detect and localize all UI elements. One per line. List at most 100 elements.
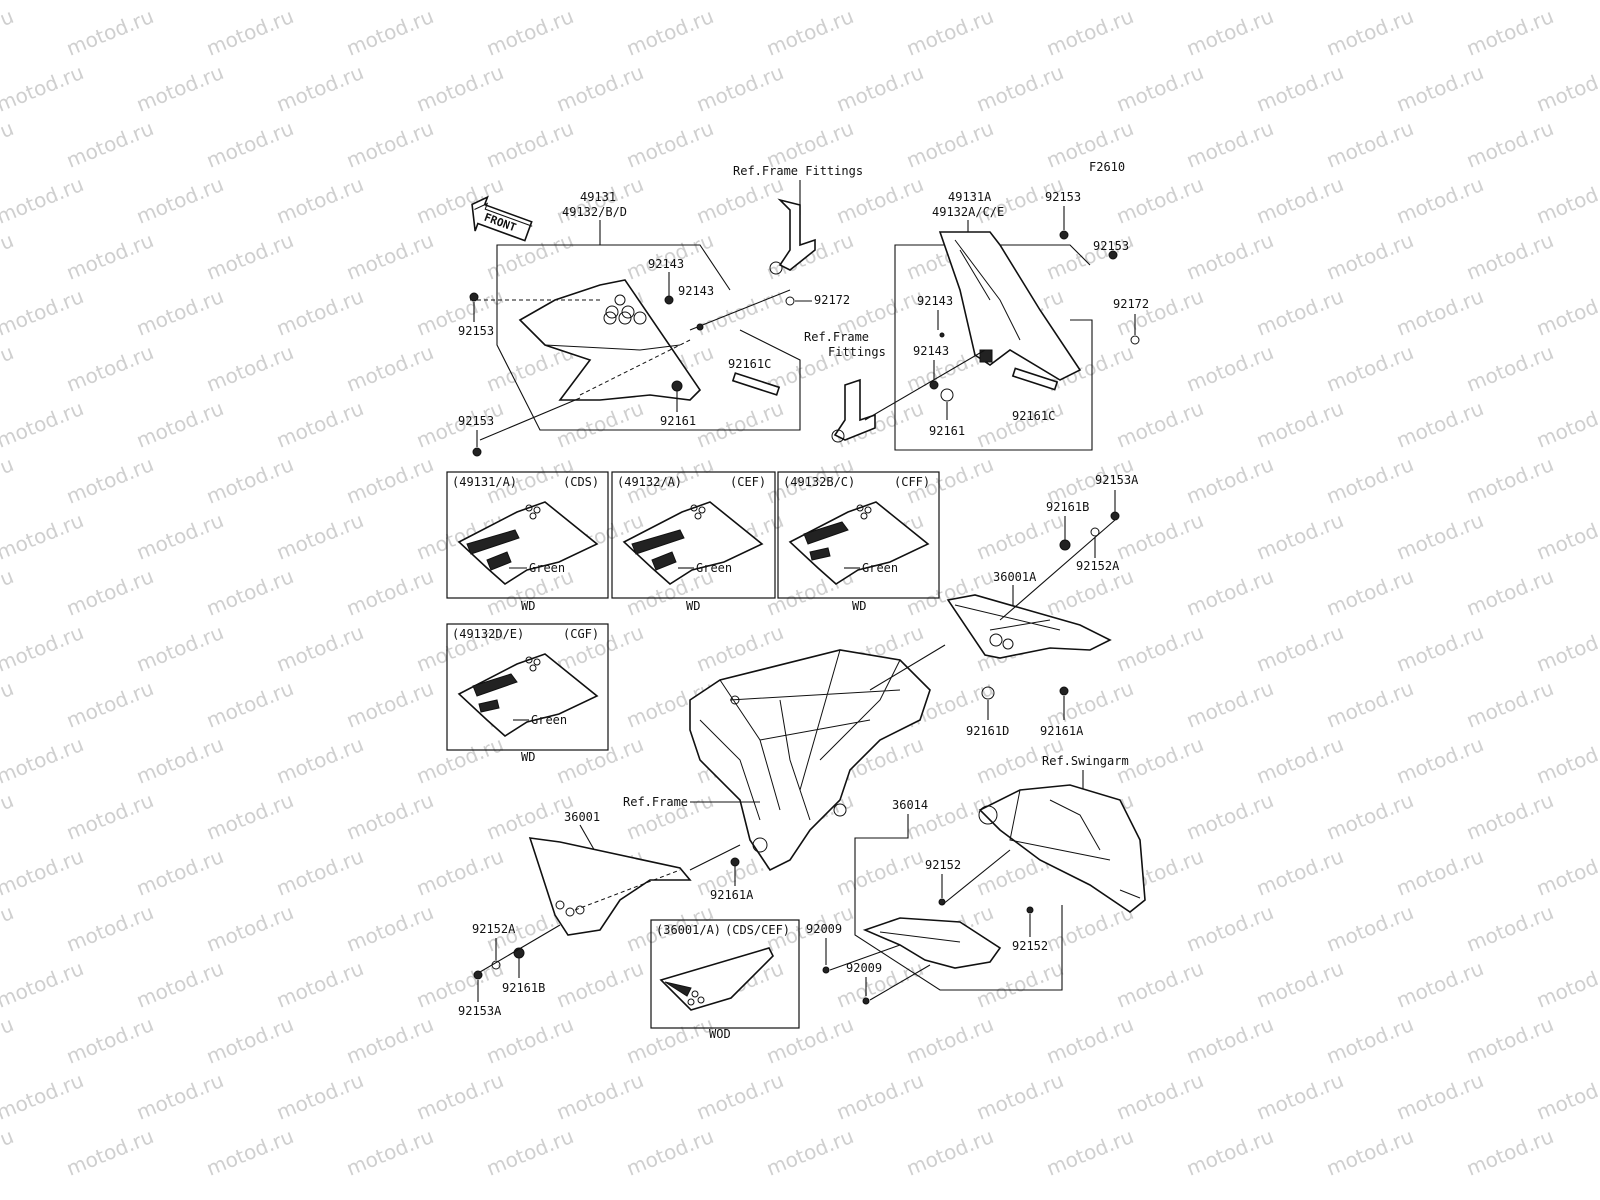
watermark-text: motod.ru xyxy=(553,732,647,789)
ref-frame: Ref.Frame xyxy=(623,795,688,809)
watermark-text: motod.ru xyxy=(1043,1012,1137,1069)
watermark-text: motod.ru xyxy=(833,1068,927,1125)
watermark-text: motod.ru xyxy=(1113,508,1207,565)
watermark-text: motod.ru xyxy=(1253,732,1347,789)
watermark-text: motod.ru xyxy=(63,788,157,845)
watermark-text: motod.ru xyxy=(903,788,997,845)
watermark-text: motod.ru xyxy=(1463,1124,1557,1181)
watermark-text: motod.ru xyxy=(1253,620,1347,677)
variant-code: (36001/A) xyxy=(656,923,721,937)
watermark-text: motod.ru xyxy=(1533,732,1600,789)
rear-cowl-36001a xyxy=(946,594,1112,659)
front-arrow-icon: FRONT xyxy=(471,195,533,242)
watermark-text: motod.ru xyxy=(483,4,577,61)
watermark-text: motod.ru xyxy=(203,452,297,509)
watermark-text: motod.ru xyxy=(1323,228,1417,285)
variant-shroud-illustration xyxy=(788,501,930,585)
watermark-text: motod.ru xyxy=(203,4,297,61)
watermark-text: motod.ru xyxy=(1113,956,1207,1013)
watermark-text: motod.ru xyxy=(1113,284,1207,341)
variant-note: WD xyxy=(686,599,700,613)
watermark-text: motod.ru xyxy=(0,844,87,901)
watermark-text: motod.ru xyxy=(833,60,927,117)
watermark-text: motod.ru xyxy=(273,620,367,677)
label-92161a-a: 92161A xyxy=(1040,724,1084,738)
watermark-text: motod.ru xyxy=(1463,228,1557,285)
watermark-text: motod.ru xyxy=(1463,4,1557,61)
watermark-text: motod.ru xyxy=(1393,60,1487,117)
watermark-text: motod.ru xyxy=(203,1012,297,1069)
watermark-text: motod.ru xyxy=(833,844,927,901)
watermark-text: motod.ru xyxy=(483,1124,577,1181)
label-92161b-a: 92161B xyxy=(1046,500,1089,514)
watermark-text: motod.ru xyxy=(273,844,367,901)
watermark-text: motod.ru xyxy=(0,1124,17,1181)
variant-spec: (CGF) xyxy=(563,627,599,641)
watermark-text: motod.ru xyxy=(1253,1068,1347,1125)
label-92009-b: 92009 xyxy=(846,961,882,975)
variant-note: WD xyxy=(521,599,535,613)
ref-frame-fittings-mid-2: Fittings xyxy=(828,345,886,359)
watermark-text: motod.ru xyxy=(203,676,297,733)
watermark-text: motod.ru xyxy=(0,788,17,845)
label-92152a-b: 92152A xyxy=(472,922,516,936)
watermark-text: motod.ru xyxy=(203,116,297,173)
label-92152-b: 92152 xyxy=(1012,939,1048,953)
watermark-text: motod.ru xyxy=(1043,4,1137,61)
watermark-text: motod.ru xyxy=(1533,172,1600,229)
variant-spec: (CDS/CEF) xyxy=(725,923,790,937)
watermark-text: motod.ru xyxy=(63,452,157,509)
watermark-text: motod.ru xyxy=(0,228,17,285)
variant-box-36001-a: (36001/A) (CDS/CEF) WOD xyxy=(650,919,800,1041)
watermark-text: motod.ru xyxy=(1113,396,1207,453)
watermark-text: motod.ru xyxy=(1393,620,1487,677)
watermark-text: motod.ru xyxy=(1183,228,1277,285)
watermark-text: motod.ru xyxy=(1183,116,1277,173)
watermark-text: motod.ru xyxy=(203,228,297,285)
chain-guard-36014 xyxy=(862,917,1002,969)
grommet-92161d xyxy=(981,686,995,700)
watermark-text: motod.ru xyxy=(413,1068,507,1125)
watermark-text: motod.ru xyxy=(63,676,157,733)
watermark-text: motod.ru xyxy=(343,452,437,509)
watermark-text: motod.ru xyxy=(693,172,787,229)
label-92152-a: 92152 xyxy=(925,858,961,872)
left-shroud-part xyxy=(518,279,702,401)
variant-shroud-illustration xyxy=(457,501,599,585)
watermark-text: motod.ru xyxy=(1533,284,1600,341)
watermark-text: motod.ru xyxy=(1393,508,1487,565)
watermark-text: motod.ru xyxy=(413,732,507,789)
watermark-text: motod.ru xyxy=(0,4,17,61)
watermark-text: motod.ru xyxy=(623,116,717,173)
label-92161-b: 92161 xyxy=(929,424,965,438)
watermark-text: motod.ru xyxy=(203,340,297,397)
bolt-92153-c xyxy=(1059,230,1069,240)
watermark-text: motod.ru xyxy=(0,564,17,621)
watermark-text: motod.ru xyxy=(1183,452,1277,509)
watermark-text: motod.ru xyxy=(1183,4,1277,61)
watermark-text: motod.ru xyxy=(343,564,437,621)
label-92153-c: 92153 xyxy=(1045,190,1081,204)
watermark-text: motod.ru xyxy=(623,1124,717,1181)
watermark-text: motod.ru xyxy=(1463,340,1557,397)
watermark-text: motod.ru xyxy=(1043,1124,1137,1181)
watermark-text: motod.ru xyxy=(343,1012,437,1069)
watermark-text: motod.ru xyxy=(973,396,1067,453)
variant-color: Green xyxy=(531,713,567,727)
watermark-text: motod.ru xyxy=(63,900,157,957)
watermark-text: motod.ru xyxy=(0,1012,17,1069)
watermark-text: motod.ru xyxy=(203,900,297,957)
watermark-text: motod.ru xyxy=(0,116,17,173)
watermark-text: motod.ru xyxy=(1113,172,1207,229)
watermark-text: motod.ru xyxy=(0,284,87,341)
watermark-text: motod.ru xyxy=(343,1124,437,1181)
watermark-text: motod.ru xyxy=(1323,676,1417,733)
variant-code: (49132/A) xyxy=(617,475,682,489)
watermark-text: motod.ru xyxy=(1183,340,1277,397)
bolt-92153-b xyxy=(472,447,482,457)
watermark-text: motod.ru xyxy=(1323,116,1417,173)
watermark-text: motod.ru xyxy=(833,172,927,229)
watermark-text: motod.ru xyxy=(0,172,87,229)
watermark-text: motod.ru xyxy=(1183,676,1277,733)
label-49132-b-d: 49132/B/D xyxy=(562,205,627,219)
